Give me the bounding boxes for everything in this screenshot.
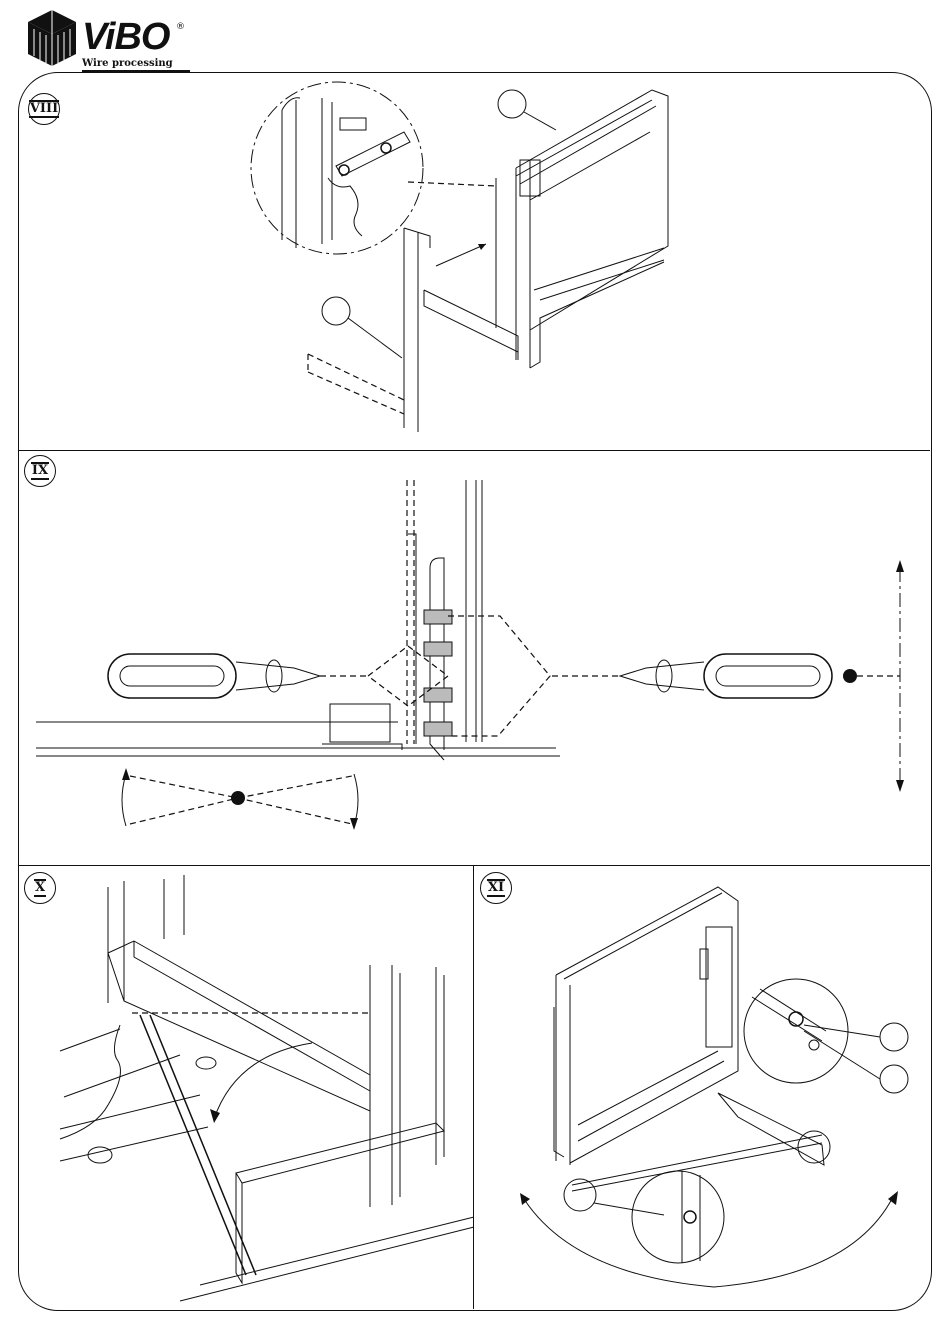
screwdriver-handle-right — [704, 654, 832, 698]
callout-circle — [322, 297, 350, 325]
detail-circle-large — [744, 979, 848, 1083]
detail-leader — [408, 182, 496, 186]
callout-circle — [498, 90, 526, 118]
detail-circle-small — [632, 1171, 724, 1263]
panel-xi-illustration — [474, 865, 950, 1309]
callout-circle — [880, 1065, 908, 1093]
removal-rod — [140, 1015, 246, 1275]
panel-viii-illustration — [0, 0, 950, 450]
screwdriver-handle-left — [108, 654, 236, 698]
panel-ix-illustration — [0, 450, 950, 870]
panel-x-illustration — [0, 865, 474, 1309]
callout-circle — [880, 1023, 908, 1051]
